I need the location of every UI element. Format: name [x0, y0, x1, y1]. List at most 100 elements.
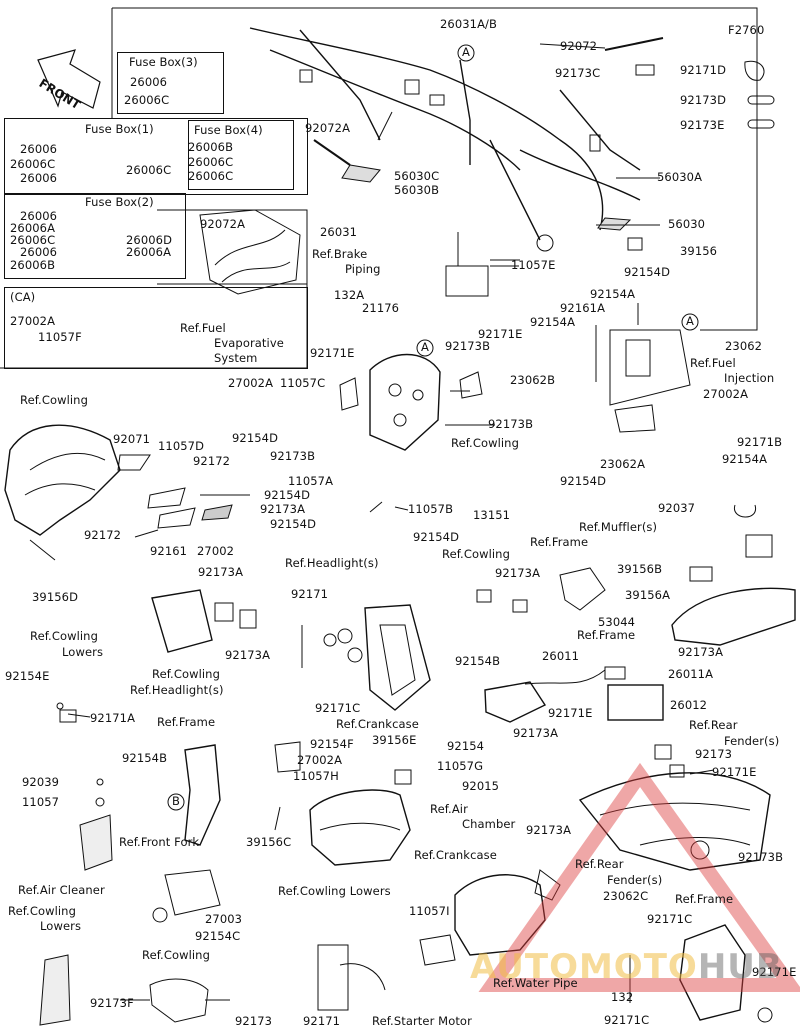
part-label: 27002A: [703, 387, 749, 401]
part-label: Ref.Starter Motor: [372, 1014, 472, 1028]
part-label: Ref.Cowling: [451, 436, 519, 450]
part-label: 92171E: [712, 765, 757, 779]
marker-letter: B: [172, 794, 180, 808]
part-label: Chamber: [462, 817, 516, 831]
part-label: 92154B: [122, 751, 168, 765]
part-label: Lowers: [40, 919, 82, 933]
fuse-box-4-title: Fuse Box(4): [194, 123, 263, 137]
part-label: 21176: [362, 301, 400, 315]
fuse-part: 26006C: [124, 93, 170, 107]
part-label: Ref.Cowling: [442, 547, 510, 561]
part-label: 56030C: [394, 169, 440, 183]
part-label: 92173B: [738, 850, 784, 864]
part-label: 11057: [22, 795, 60, 809]
part-label: 53044: [598, 615, 636, 629]
fuse-box-1-title: Fuse Box(1): [85, 122, 154, 136]
fuse-part: 26006A: [10, 221, 56, 235]
part-label: 92171C: [604, 1013, 650, 1027]
part-label: Ref.Brake: [312, 247, 368, 261]
part-label: 26011: [542, 649, 580, 663]
part-label: 26012: [670, 698, 708, 712]
part-label: 92173D: [680, 93, 727, 107]
part-label: 132A: [334, 288, 365, 302]
part-label: 13151: [473, 508, 511, 522]
part-label: 92154A: [530, 315, 576, 329]
watermark-part-2: HUB: [697, 947, 783, 987]
part-label: 92173B: [488, 417, 534, 431]
part-label: 26011A: [668, 667, 714, 681]
part-label: 39156: [680, 244, 718, 258]
part-label: 92173F: [90, 996, 134, 1010]
marker-a-2: [681, 313, 699, 331]
fuse-box-3-title: Fuse Box(3): [129, 55, 198, 69]
watermark-text: AUTOMOTOHUB: [470, 947, 783, 987]
part-label: Injection: [724, 371, 775, 385]
part-label: Ref.Rear: [575, 857, 624, 871]
ca-title: (CA): [10, 290, 36, 304]
part-label: 56030: [668, 217, 706, 231]
part-label: 92173: [235, 1014, 273, 1028]
part-label: 92171E: [310, 346, 355, 360]
part-label: 11057I: [409, 904, 450, 918]
part-label: 23062: [725, 339, 763, 353]
fuse-part: 26006B: [10, 258, 56, 272]
part-label: Ref.Frame: [530, 535, 589, 549]
ca-panel: [4, 287, 308, 369]
marker-letter: A: [686, 314, 694, 328]
part-label: 92171E: [752, 965, 797, 979]
part-label: 92173C: [555, 66, 601, 80]
part-label: Ref.Frame: [157, 715, 216, 729]
part-label: 92072: [560, 39, 598, 53]
part-label: 26031: [320, 225, 358, 239]
fuse-part: 26006C: [10, 157, 56, 171]
part-label: Fender(s): [724, 734, 780, 748]
part-label: 39156B: [617, 562, 663, 576]
part-label: Ref.Crankcase: [336, 717, 419, 731]
part-label: 92015: [462, 779, 500, 793]
fuse-part: 26006C: [10, 233, 56, 247]
part-label: 92154E: [5, 669, 50, 683]
fuse-box-panel-group: [4, 118, 308, 195]
ca-ref: Evaporative: [214, 336, 284, 350]
part-label: Ref.Cowling: [30, 629, 98, 643]
front-arrow-icon: [37, 49, 101, 109]
part-label: 92161A: [560, 301, 606, 315]
part-label: 92171: [291, 587, 329, 601]
part-label: 92154: [447, 739, 485, 753]
marker-letter: A: [421, 340, 429, 354]
part-label: 23062B: [510, 373, 556, 387]
ca-part: 11057F: [38, 330, 82, 344]
part-label: 56030B: [394, 183, 440, 197]
fuse-part: 26006C: [188, 169, 234, 183]
part-label: 92171B: [737, 435, 783, 449]
part-label: Ref.Headlight(s): [130, 683, 224, 697]
fuse-part: 26006: [20, 142, 58, 156]
part-label: 92173E: [680, 118, 725, 132]
harness-frame-outline: [112, 7, 758, 331]
part-label: 92171C: [315, 701, 361, 715]
part-label: 92172: [193, 454, 231, 468]
part-label: 132: [611, 990, 634, 1004]
part-label: 92154D: [413, 530, 460, 544]
part-label: 92072A: [305, 121, 351, 135]
part-label: Ref.Water Pipe: [493, 976, 578, 990]
fuse-box-2-title: Fuse Box(2): [85, 195, 154, 209]
watermark-logo: [478, 762, 800, 992]
part-label: 27002A: [228, 376, 274, 390]
fuse-part: 26006: [130, 75, 168, 89]
part-label: 92173B: [270, 449, 316, 463]
ca-ref: System: [214, 351, 258, 365]
left-cowling: [4, 424, 121, 536]
part-label: Fender(s): [607, 873, 663, 887]
part-label: 39156C: [246, 835, 292, 849]
part-label: 92037: [658, 501, 696, 515]
part-label: Piping: [345, 262, 381, 276]
part-label: 92154D: [624, 265, 671, 279]
part-label: 92154D: [264, 488, 311, 502]
part-label: Ref.Cowling Lowers: [278, 884, 391, 898]
fuse-part: 26006C: [188, 155, 234, 169]
fuse-part: 26006: [20, 209, 58, 223]
part-label: 11057B: [408, 502, 454, 516]
part-label: Ref.Frame: [675, 892, 734, 906]
